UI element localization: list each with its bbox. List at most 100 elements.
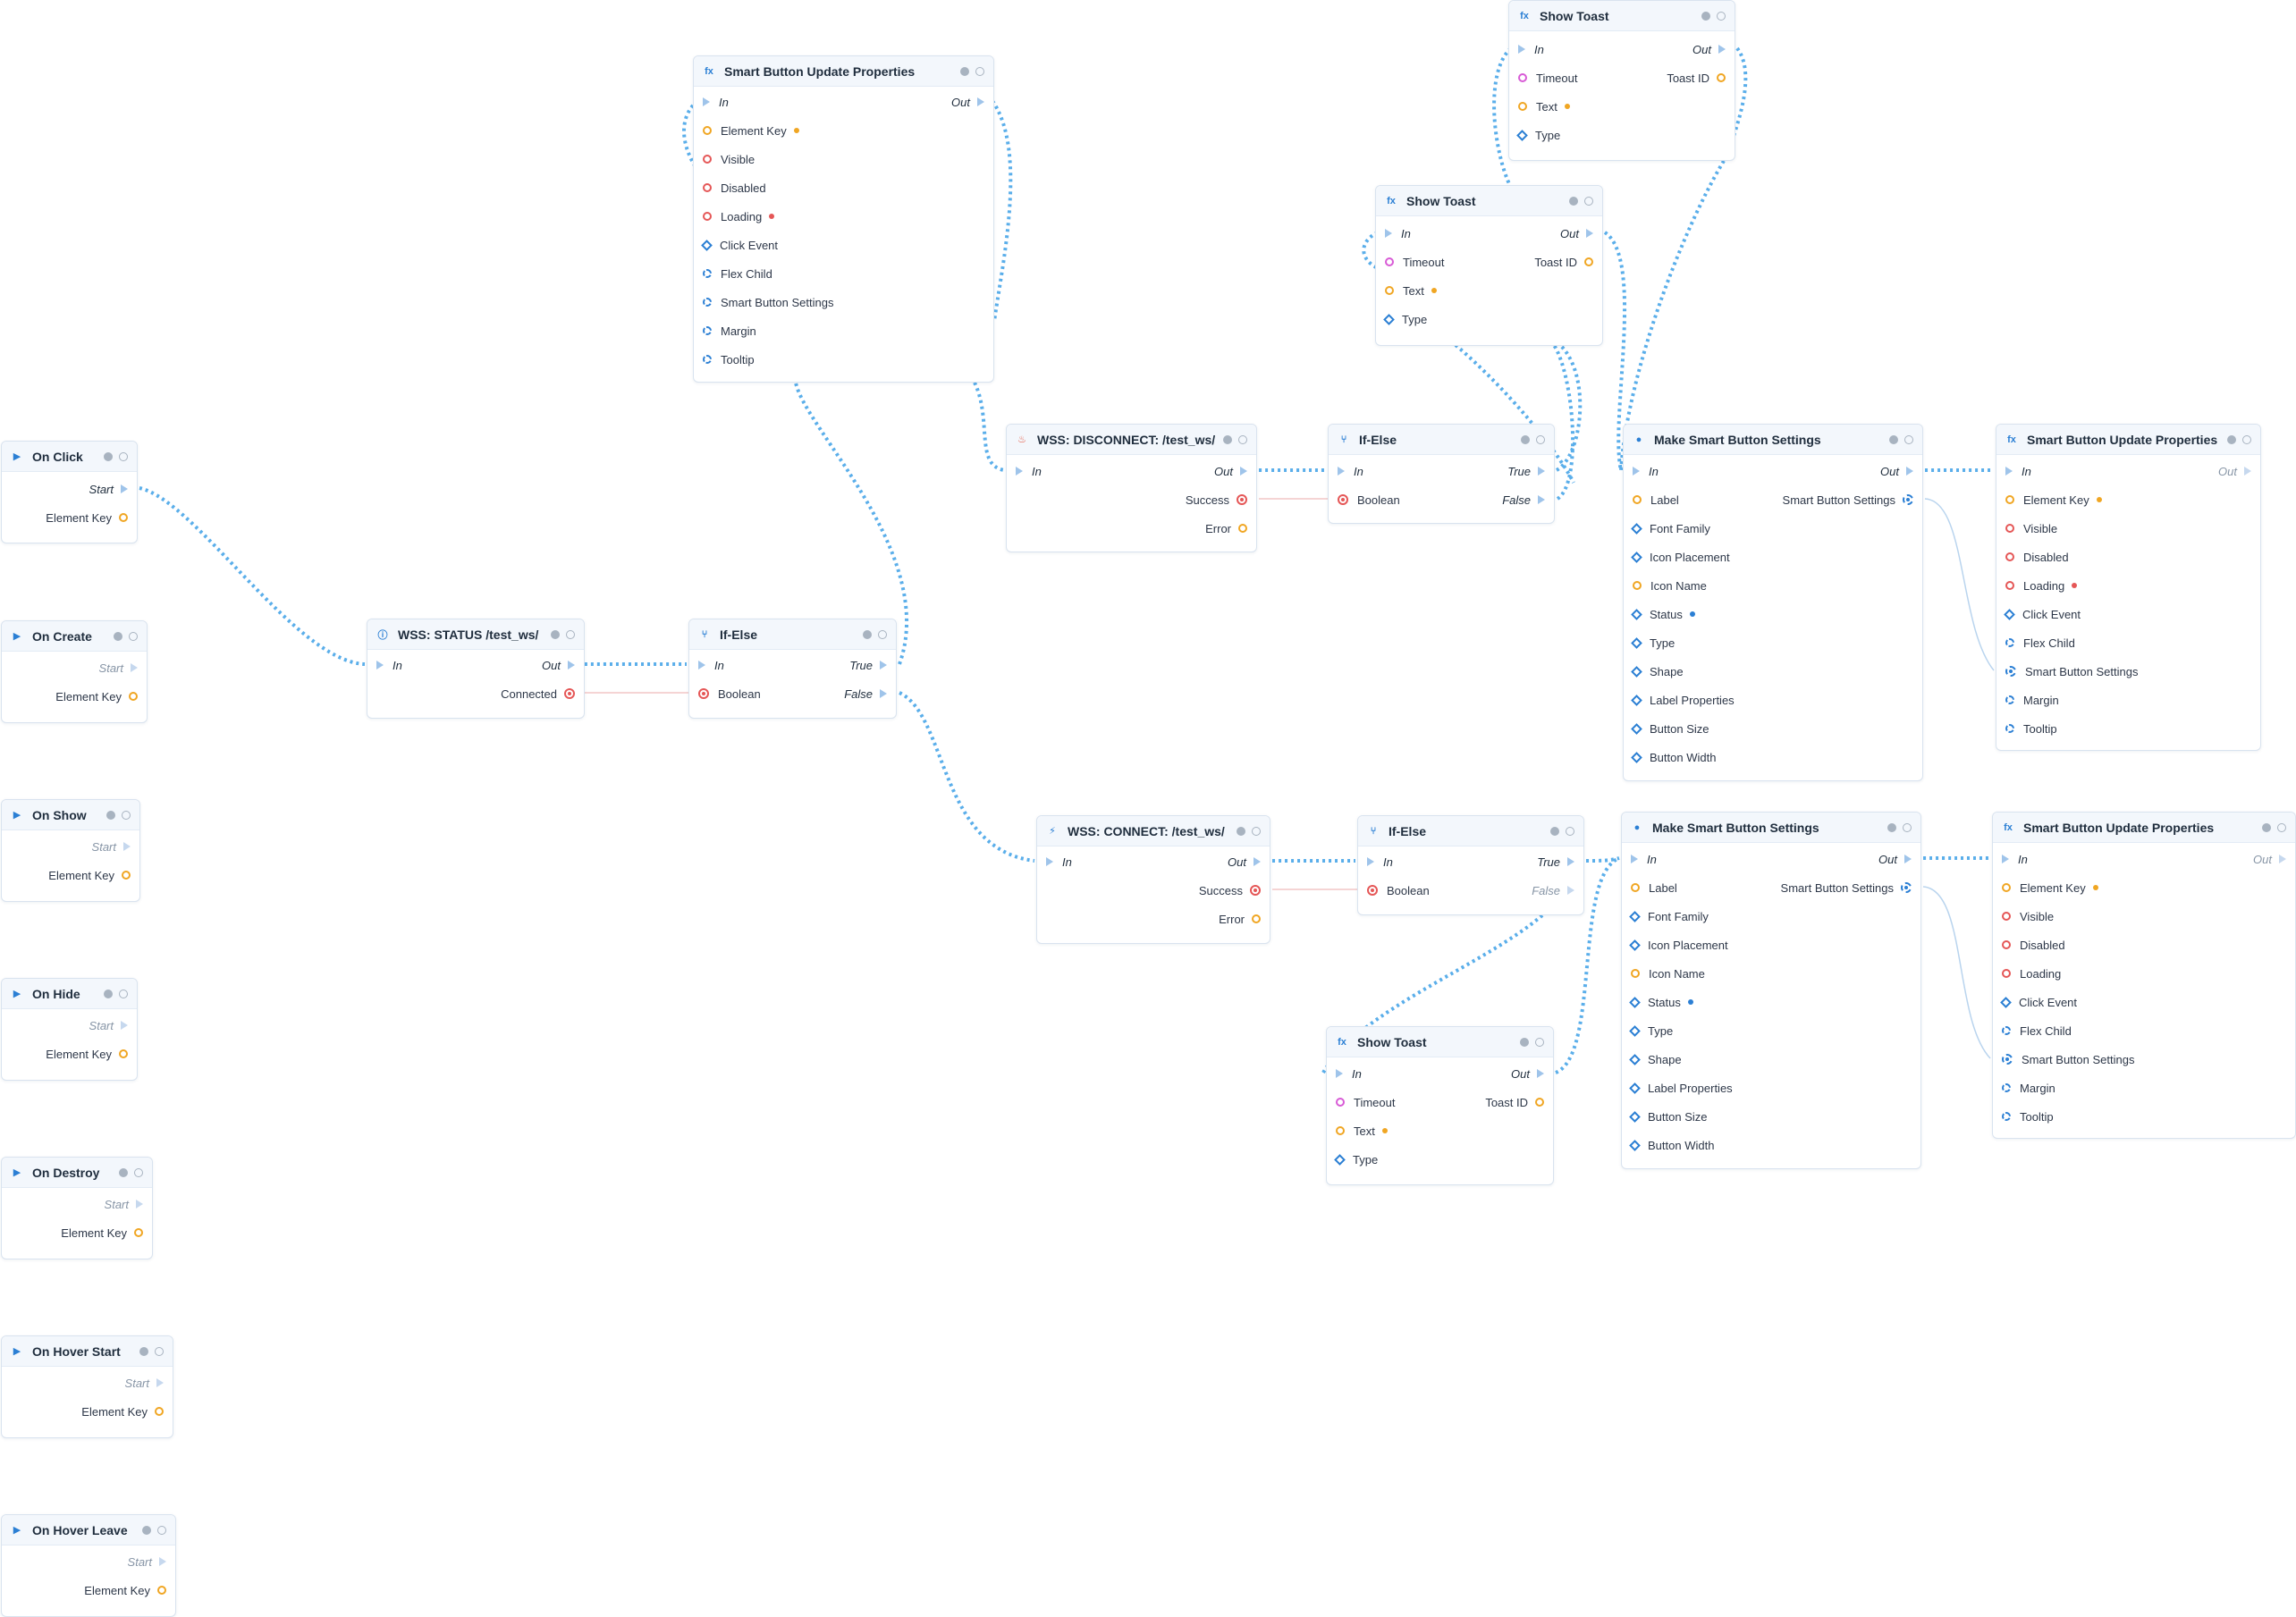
pin-out[interactable]: Out <box>1228 854 1261 870</box>
pin-out[interactable]: Out <box>2218 463 2251 479</box>
exec-pin-icon[interactable] <box>698 661 705 670</box>
exec-pin-icon[interactable] <box>156 1378 164 1387</box>
enum-pin-icon[interactable] <box>1629 1053 1641 1065</box>
pin-smart-button-settings[interactable]: Smart Button Settings <box>1783 492 1913 508</box>
struct-pin-icon[interactable] <box>2002 1054 2013 1065</box>
pin-element-key[interactable]: Element Key <box>61 1225 143 1241</box>
exec-pin-icon[interactable] <box>1538 495 1545 504</box>
pin-out[interactable]: Out <box>2253 851 2286 867</box>
node-status-icon[interactable] <box>1223 434 1232 444</box>
node-status-icon[interactable] <box>104 451 113 461</box>
node-comment-icon[interactable] <box>1238 434 1247 444</box>
pin-button-size[interactable]: Button Size <box>1631 720 1709 737</box>
pin-loading[interactable]: Loading <box>2002 965 2061 981</box>
exec-pin-icon[interactable] <box>1385 229 1392 238</box>
boolean-pin-icon[interactable] <box>1367 885 1378 896</box>
boolean-pin-icon[interactable] <box>703 212 712 221</box>
boolean-pin-icon[interactable] <box>1237 494 1247 505</box>
enum-pin-icon[interactable] <box>1629 939 1641 951</box>
exec-pin-icon[interactable] <box>1537 1069 1544 1078</box>
node-header[interactable]: ▶On Create <box>2 621 147 652</box>
pin-click-event[interactable]: Click Event <box>2004 606 2081 622</box>
enum-pin-icon[interactable] <box>1631 551 1642 563</box>
node-comment-icon[interactable] <box>1536 434 1545 444</box>
pin-false[interactable]: False <box>1502 492 1545 508</box>
pin-out[interactable]: Out <box>1878 851 1912 867</box>
exec-pin-icon[interactable] <box>2279 855 2286 863</box>
struct-pin-icon[interactable] <box>2005 638 2014 647</box>
pin-tooltip[interactable]: Tooltip <box>2002 1108 2054 1124</box>
exec-wire[interactable] <box>973 382 1005 472</box>
pin-shape[interactable]: Shape <box>1631 663 1684 679</box>
boolean-pin-icon[interactable] <box>2005 524 2014 533</box>
pin-false[interactable]: False <box>1532 882 1574 898</box>
pin-in[interactable]: In <box>703 94 729 110</box>
pin-start[interactable]: Start <box>128 1554 166 1570</box>
pin-out[interactable]: Out <box>1511 1065 1544 1082</box>
exec-pin-icon[interactable] <box>1718 45 1726 54</box>
node-comment-icon[interactable] <box>566 629 575 639</box>
pin-icon-placement[interactable]: Icon Placement <box>1631 549 1730 565</box>
pin-in[interactable]: In <box>2002 851 2028 867</box>
pin-button-size[interactable]: Button Size <box>1629 1108 1708 1124</box>
pin-icon-name[interactable]: Icon Name <box>1631 965 1705 981</box>
boolean-pin-icon[interactable] <box>2005 552 2014 561</box>
pin-start[interactable]: Start <box>89 1017 128 1033</box>
node-header[interactable]: ●Make Smart Button Settings <box>1622 813 1920 843</box>
exec-wire[interactable] <box>1585 856 1620 863</box>
node-header[interactable]: ⑂If-Else <box>689 619 896 650</box>
struct-pin-icon[interactable] <box>703 298 712 307</box>
node-comment-icon[interactable] <box>2277 822 2286 832</box>
pin-in[interactable]: In <box>1046 854 1072 870</box>
exec-pin-icon[interactable] <box>1631 855 1638 863</box>
pin-toast-id[interactable]: Toast ID <box>1485 1094 1544 1110</box>
struct-pin-icon[interactable] <box>703 326 712 335</box>
node-status-icon[interactable] <box>551 629 560 639</box>
node-comment-icon[interactable] <box>134 1167 143 1177</box>
pin-in[interactable]: In <box>1633 463 1659 479</box>
pin-label-properties[interactable]: Label Properties <box>1631 692 1735 708</box>
pin-in[interactable]: In <box>1631 851 1657 867</box>
struct-pin-icon[interactable] <box>2005 695 2014 704</box>
string-pin-icon[interactable] <box>1385 286 1394 295</box>
pin-element-key[interactable]: Element Key <box>2002 880 2098 896</box>
enum-pin-icon[interactable] <box>1631 522 1642 535</box>
string-pin-icon[interactable] <box>1717 73 1726 82</box>
node-status-icon[interactable] <box>1701 11 1710 21</box>
struct-pin-icon[interactable] <box>2002 1026 2011 1035</box>
pin-start[interactable]: Start <box>99 660 138 676</box>
pin-in[interactable]: In <box>1385 225 1411 241</box>
exec-wire[interactable] <box>139 486 366 666</box>
exec-pin-icon[interactable] <box>568 661 575 670</box>
exec-wire[interactable] <box>899 691 1035 863</box>
pin-in[interactable]: In <box>1367 854 1393 870</box>
node-comment-icon[interactable] <box>1584 196 1593 206</box>
exec-pin-icon[interactable] <box>121 484 128 493</box>
node-header[interactable]: ⑂If-Else <box>1329 425 1554 455</box>
pin-smart-button-settings[interactable]: Smart Button Settings <box>1781 880 1912 896</box>
enum-pin-icon[interactable] <box>1629 996 1641 1008</box>
pin-icon-name[interactable]: Icon Name <box>1633 577 1707 594</box>
pin-click-event[interactable]: Click Event <box>701 237 778 253</box>
node-comment-icon[interactable] <box>1717 11 1726 21</box>
exec-pin-icon[interactable] <box>2244 467 2251 476</box>
boolean-pin-icon[interactable] <box>564 688 575 699</box>
boolean-pin-icon[interactable] <box>2002 940 2011 949</box>
pin-in[interactable]: In <box>1336 1065 1362 1082</box>
exec-pin-icon[interactable] <box>1046 857 1053 866</box>
pin-text[interactable]: Text <box>1336 1123 1388 1139</box>
string-pin-icon[interactable] <box>1633 581 1642 590</box>
node-header[interactable]: ▶On Hide <box>2 979 137 1009</box>
pin-boolean[interactable]: Boolean <box>1338 492 1400 508</box>
